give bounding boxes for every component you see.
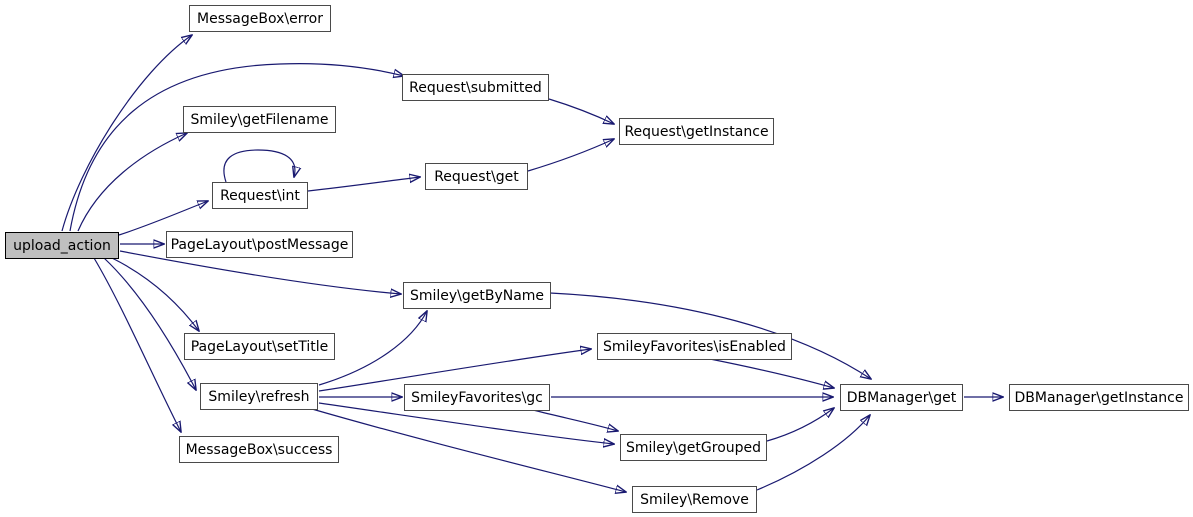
node-request-getinstance[interactable]: Request\getInstance: [619, 118, 774, 145]
edge-smiley-refresh-to-smiley-remove: [311, 408, 626, 492]
node-messagebox-error[interactable]: MessageBox\error: [189, 5, 331, 32]
edge-upload-action-to-smiley-getbyname: [119, 250, 401, 294]
node-dbmanager-getinstance[interactable]: DBManager\getInstance: [1009, 384, 1189, 411]
edge-request-get-to-request-getinstance: [527, 139, 614, 172]
node-pagelayout-postmessage[interactable]: PageLayout\postMessage: [166, 231, 353, 258]
node-smiley-getfilename[interactable]: Smiley\getFilename: [183, 106, 336, 133]
node-smileyfavorites-gc[interactable]: SmileyFavorites\gc: [404, 384, 550, 411]
edge-upload-action-to-smiley-refresh: [103, 257, 196, 390]
node-request-submitted[interactable]: Request\submitted: [402, 74, 549, 101]
edge-smiley-getgrouped-to-dbmanager-get: [766, 408, 834, 442]
edge-request-submitted-to-request-getinstance: [548, 98, 614, 124]
node-smiley-remove[interactable]: Smiley\Remove: [632, 486, 757, 513]
node-request-int[interactable]: Request\int: [212, 182, 308, 209]
edge-request-int-to-request-get: [307, 177, 420, 192]
node-smileyfavorites-isenabled[interactable]: SmileyFavorites\isEnabled: [597, 333, 792, 360]
node-request-get[interactable]: Request\get: [425, 163, 528, 190]
edge-smiley-remove-to-dbmanager-get: [756, 415, 870, 491]
edge-upload-action-to-pagelayout-settitle: [111, 257, 199, 331]
node-upload-action[interactable]: upload_action: [5, 232, 119, 259]
node-messagebox-success[interactable]: MessageBox\success: [179, 436, 339, 463]
edge-upload-action-to-request-int: [118, 201, 208, 236]
node-smiley-getbyname[interactable]: Smiley\getByName: [403, 282, 551, 309]
node-pagelayout-settitle[interactable]: PageLayout\setTitle: [184, 333, 335, 360]
edge-smileyfavorites-gc-to-smiley-getgrouped: [532, 409, 618, 431]
edge-upload-action-to-messagebox-error: [61, 35, 192, 232]
edge-upload-action-to-smiley-getfilename: [77, 133, 187, 232]
edge-smiley-refresh-to-smiley-getgrouped: [318, 402, 614, 444]
node-smiley-refresh[interactable]: Smiley\refresh: [200, 383, 318, 410]
edge-request-int-self-loop: [223, 149, 295, 183]
edge-smiley-refresh-to-smiley-getbyname: [318, 311, 427, 386]
edge-smileyfavorites-isenabled-to-dbmanager-get: [709, 358, 834, 388]
edge-upload-action-to-messagebox-success: [93, 257, 181, 432]
edge-upload-action-to-request-submitted: [69, 63, 404, 232]
node-dbmanager-get[interactable]: DBManager\get: [840, 384, 963, 411]
edge-smiley-getbyname-to-dbmanager-get: [549, 292, 871, 379]
edge-smiley-refresh-to-smileyfavorites-isenabled: [318, 349, 591, 392]
node-smiley-getgrouped[interactable]: Smiley\getGrouped: [620, 434, 767, 461]
